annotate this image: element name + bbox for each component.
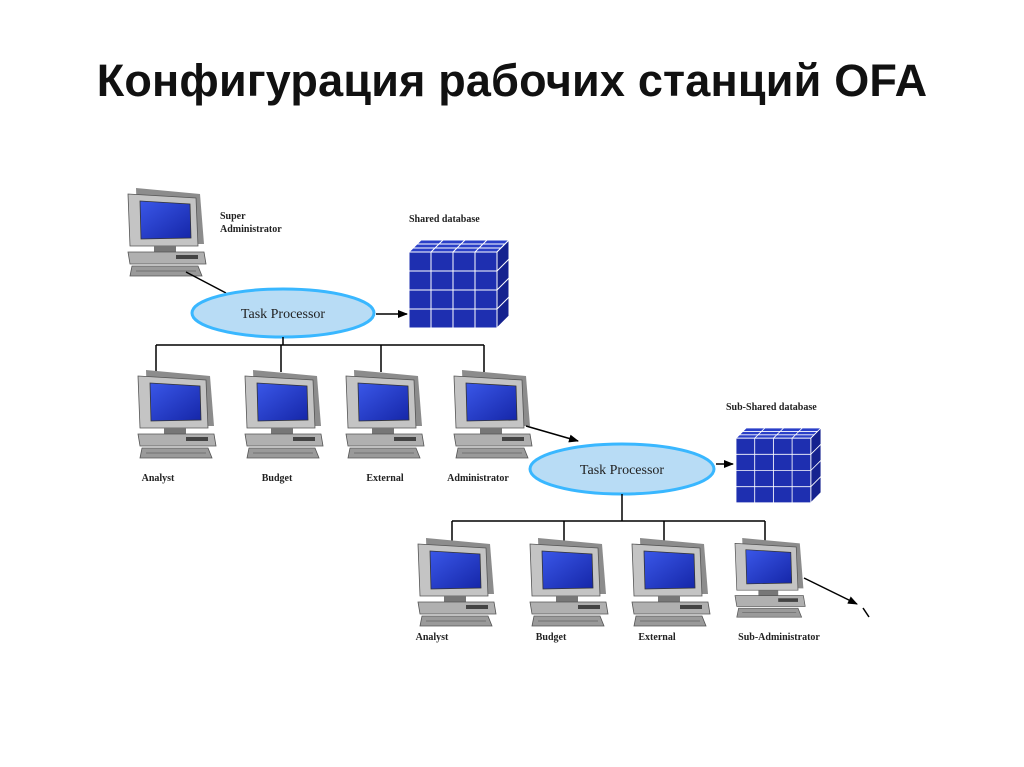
sub-shared-database-cube-icon <box>736 428 821 503</box>
super-administrator-label-line2: Administrator <box>220 224 282 235</box>
sub-administrator-computer-icon <box>735 538 805 617</box>
outgoing-arrow-tail <box>863 608 869 617</box>
level2-external-label: External <box>638 632 675 643</box>
level1-analyst-label: Analyst <box>142 473 175 484</box>
sub-analyst-computer-icon <box>418 538 496 626</box>
analyst-computer-icon <box>138 370 216 458</box>
shared-database-label: Shared database <box>409 214 480 225</box>
external-computer-icon <box>346 370 424 458</box>
level1-tree-connectors <box>156 337 484 372</box>
level1-administrator-label: Administrator <box>447 473 509 484</box>
task-processor-1-label: Task Processor <box>241 307 326 322</box>
sub-budget-computer-icon <box>530 538 608 626</box>
super-administrator-computer-icon <box>128 188 206 276</box>
administrator-computer-icon <box>454 370 532 458</box>
level1-budget-label: Budget <box>262 473 293 484</box>
sub-administrator-outgoing-arrow <box>804 578 857 604</box>
task-processor-2-label: Task Processor <box>580 463 665 478</box>
budget-computer-icon <box>245 370 323 458</box>
super-admin-connector <box>186 272 226 293</box>
shared-database-cube-icon <box>409 240 509 328</box>
level1-external-label: External <box>366 473 403 484</box>
sub-shared-database-label: Sub-Shared database <box>726 402 817 413</box>
administrator-to-tp2-arrow <box>526 426 578 441</box>
level2-analyst-label: Analyst <box>416 632 449 643</box>
level2-budget-label: Budget <box>536 632 567 643</box>
level2-tree-connectors <box>452 494 765 542</box>
super-administrator-label-line1: Super <box>220 211 246 222</box>
level2-sub-administrator-label: Sub-Administrator <box>738 632 820 643</box>
sub-external-computer-icon <box>632 538 710 626</box>
